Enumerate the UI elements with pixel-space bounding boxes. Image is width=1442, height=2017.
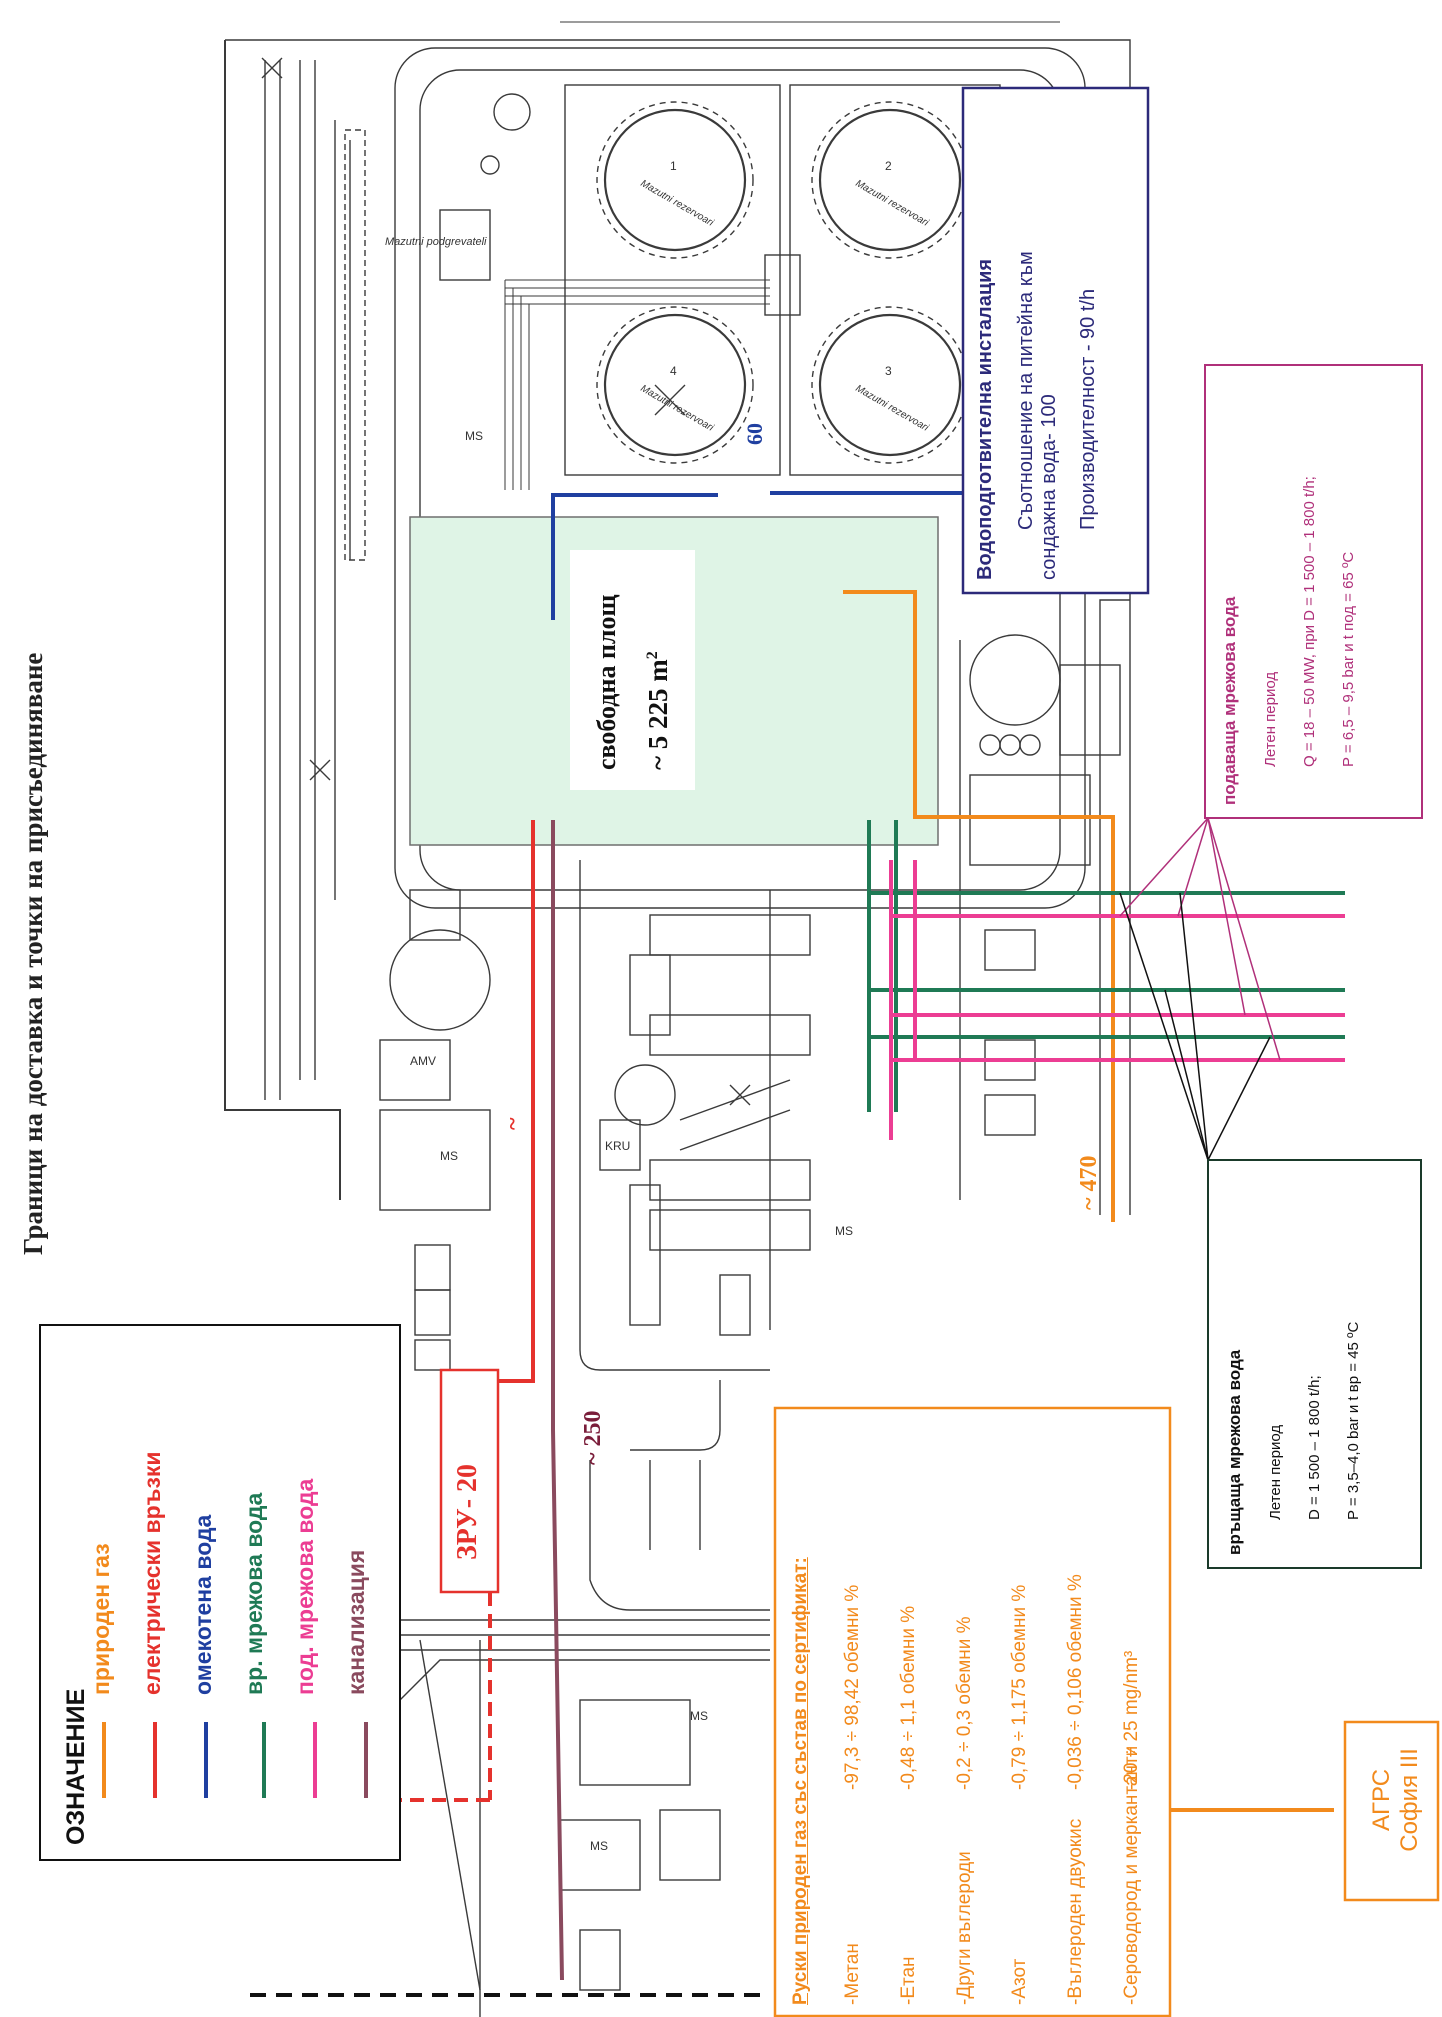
gas-row-value: -20 ÷ 25 mg/nm³	[1121, 1650, 1143, 1790]
ms-label-2: MS	[440, 1149, 458, 1163]
tank-1-number: 1	[670, 159, 677, 173]
agrs-line2: София III	[1395, 1748, 1423, 1852]
gas-row-name: -Етан	[897, 1956, 919, 2005]
distance-250: ~ 250	[580, 1410, 606, 1465]
agrs-label: АГРС София III	[1368, 1725, 1423, 1875]
supply-water-title: подаваща мрежова вода	[1220, 596, 1239, 805]
water-treatment-box	[961, 86, 1150, 595]
water-treatment-line3: Производителност - 90 t/h	[1077, 288, 1099, 530]
supply-water-line3: P = 6,5 – 9,5 bar и t под = 65 ºC	[1340, 551, 1358, 767]
gas-row: -Въглероден двуокис -0,036 ÷ 0,106 обемни…	[1065, 1415, 1087, 2005]
gas-row: -Сероводород и меркантанти-20 ÷ 25 mg/nm…	[1121, 1415, 1143, 2005]
gas-row-value: -0,79 ÷ 1,175 обемни %	[1009, 1584, 1031, 1790]
legend-box	[39, 1324, 401, 1861]
legend-label-return-water: вр. мрежова вода	[241, 1492, 267, 1695]
preheater-label: Mazutni podgrevateli	[385, 236, 487, 248]
soft-water-line	[551, 491, 965, 620]
water-treatment-line2: сондажна вода- 100	[1038, 394, 1060, 580]
tank-2-label: Mazutni rezervoari	[854, 178, 931, 229]
supply-water-box	[1204, 364, 1423, 819]
legend-swatches	[102, 1722, 368, 1798]
distance-470: ~ 470	[1076, 1155, 1102, 1210]
water-treatment-text: Водоподготвителна инсталация Съотношение…	[974, 100, 1100, 580]
ms-label-1: MS	[465, 429, 483, 443]
free-area-value-number: ~ 5 225 m	[643, 659, 673, 770]
return-water-line3: P = 3,5–4,0 bar и t вр = 45 ºC	[1345, 1321, 1363, 1520]
kru-label: KRU	[605, 1139, 630, 1153]
tank-3-number: 3	[885, 364, 892, 378]
supply-water-text: подаваща мрежова вода Летен период Q = 1…	[1220, 375, 1357, 805]
ms-label-4: MS	[690, 1709, 708, 1723]
gas-row: -Други въглероди -0,2 ÷ 0,3 обемни %	[954, 1415, 976, 2005]
agrs-line1: АГРС	[1368, 1768, 1395, 1832]
legend-heading: ОЗНАЧЕНИЕ	[62, 1688, 90, 1845]
callout-lines	[1119, 817, 1281, 1161]
free-area-value: ~ 5 225 m2	[643, 651, 674, 770]
zru-box	[439, 1368, 500, 1594]
legend-label-soft-water: омекотена вода	[190, 1514, 216, 1695]
gas-row-name: -Метан	[841, 1943, 863, 2005]
gas-composition-title: Руски природен газ със състав по сертифи…	[790, 1557, 811, 2005]
page-title: Граници на доставка и точки на присъедин…	[18, 652, 48, 1255]
gas-row-name: -Други въглероди	[953, 1851, 975, 2005]
free-area-unit-exponent: 2	[644, 651, 661, 660]
tank-2-number: 2	[885, 159, 892, 173]
gas-row: -Азот -0,79 ÷ 1,175 обемни %	[1009, 1415, 1031, 2005]
gas-composition-box	[773, 1406, 1172, 2017]
ms-label-3: MS	[835, 1224, 853, 1238]
site-plan-background	[224, 21, 1131, 2017]
supply-water-line2: Q = 18 – 50 MW, при D = 1 500 – 1 800 t/…	[1300, 476, 1318, 767]
tank-4-number: 4	[670, 364, 677, 378]
amv-label: AMV	[410, 1054, 436, 1068]
gas-row-value: -0,48 ÷ 1,1 обемни %	[897, 1605, 919, 1790]
water-treatment-title: Водоподготвителна инсталация	[974, 258, 996, 580]
supply-network-water-lines	[889, 860, 1345, 1140]
gas-row-value: -97,3 ÷ 98,42 обемни %	[841, 1584, 863, 1790]
gas-row-name: -Азот	[1009, 1958, 1031, 2005]
sewer-line	[551, 820, 564, 1981]
tank-1-label: Mazutni rezervoari	[639, 178, 716, 229]
legend-label-gas: природен газ	[88, 1543, 114, 1695]
gas-composition-text: Руски природен газ със състав по сертифи…	[790, 1415, 1143, 2005]
water-treatment-line1: Съотношение на питейна към	[1015, 251, 1037, 530]
distance-60: 60	[742, 423, 767, 445]
ms-label-5: MS	[590, 1839, 608, 1853]
legend-label-supply-water: под. мрежова вода	[292, 1478, 318, 1695]
free-area-label-box	[570, 550, 695, 790]
return-water-title: връщаща мрежова вода	[1225, 1349, 1244, 1555]
gas-row-name: -Сероводород и меркантанти	[1121, 1745, 1143, 2005]
return-network-water-lines	[867, 820, 1345, 1112]
free-area-title: свободна площ	[592, 594, 621, 770]
gas-row: -Метан -97,3 ÷ 98,42 обемни %	[842, 1415, 864, 2005]
distance-tilde: ~	[500, 1117, 526, 1130]
return-water-line1: Летен период	[1266, 1424, 1284, 1520]
supply-water-line1: Летен период	[1261, 671, 1279, 767]
gas-row-value: -0,036 ÷ 0,106 обемни %	[1065, 1574, 1087, 1790]
return-water-text: връщаща мрежова вода Летен период D = 1 …	[1225, 1165, 1362, 1555]
legend-label-sewer: канализация	[343, 1549, 369, 1695]
zru-label: ЗРУ- 20	[452, 1463, 483, 1560]
gas-row: -Етан -0,48 ÷ 1,1 обемни %	[898, 1415, 920, 2005]
legend-label-electrical: електрически връзки	[139, 1451, 165, 1695]
gas-row-value: -0,2 ÷ 0,3 обемни %	[953, 1616, 975, 1790]
return-water-line2: D = 1 500 – 1 800 t/h;	[1305, 1375, 1323, 1520]
return-water-box	[1207, 1159, 1422, 1569]
agrs-box	[1343, 1720, 1440, 1902]
tank-3-label: Mazutni rezervoari	[854, 383, 931, 434]
natural-gas-line	[843, 590, 1115, 1222]
gas-row-name: -Въглероден двуокис	[1065, 1818, 1087, 2005]
tank-4-label: Mazutni rezervoari	[639, 383, 716, 434]
